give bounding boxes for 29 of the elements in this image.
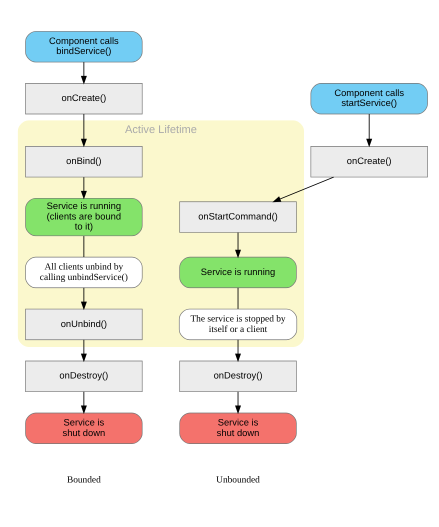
connector: [83, 236, 84, 258]
node-box: The service is stopped by itself or a client: [178, 308, 298, 340]
node-box: Service is running (clients are bound to it): [25, 198, 143, 236]
label: Bounded: [66, 476, 101, 486]
node-box: Component calls bindService(): [25, 31, 143, 62]
node-box: onCreate(): [310, 146, 428, 178]
node-box: All clients unbind by calling unbindService(): [25, 256, 143, 288]
arrow: [366, 114, 372, 148]
label: Unbounded: [216, 476, 260, 486]
node-box: Service is running: [179, 256, 297, 288]
node-box: Service is shut down: [179, 412, 297, 444]
arrow: [80, 62, 87, 84]
node-box: onUnbind(): [25, 308, 143, 340]
node-box: onStartCommand(): [179, 201, 297, 233]
node-box: onDestroy(): [25, 360, 143, 392]
arrow: [80, 287, 87, 310]
node-box: onCreate(): [25, 83, 143, 114]
arrow: [272, 176, 334, 202]
node-box: Service is shut down: [25, 412, 143, 444]
arrow: [80, 391, 87, 414]
node-box: Component calls startService(): [310, 83, 428, 114]
arrow: [235, 391, 241, 414]
arrow: [235, 339, 241, 362]
arrow: [235, 232, 241, 258]
node-box: onDestroy(): [179, 360, 297, 392]
node-box: onBind(): [25, 146, 143, 178]
arrow: [80, 114, 87, 148]
arrow: [80, 176, 87, 200]
arrow: [80, 339, 87, 362]
